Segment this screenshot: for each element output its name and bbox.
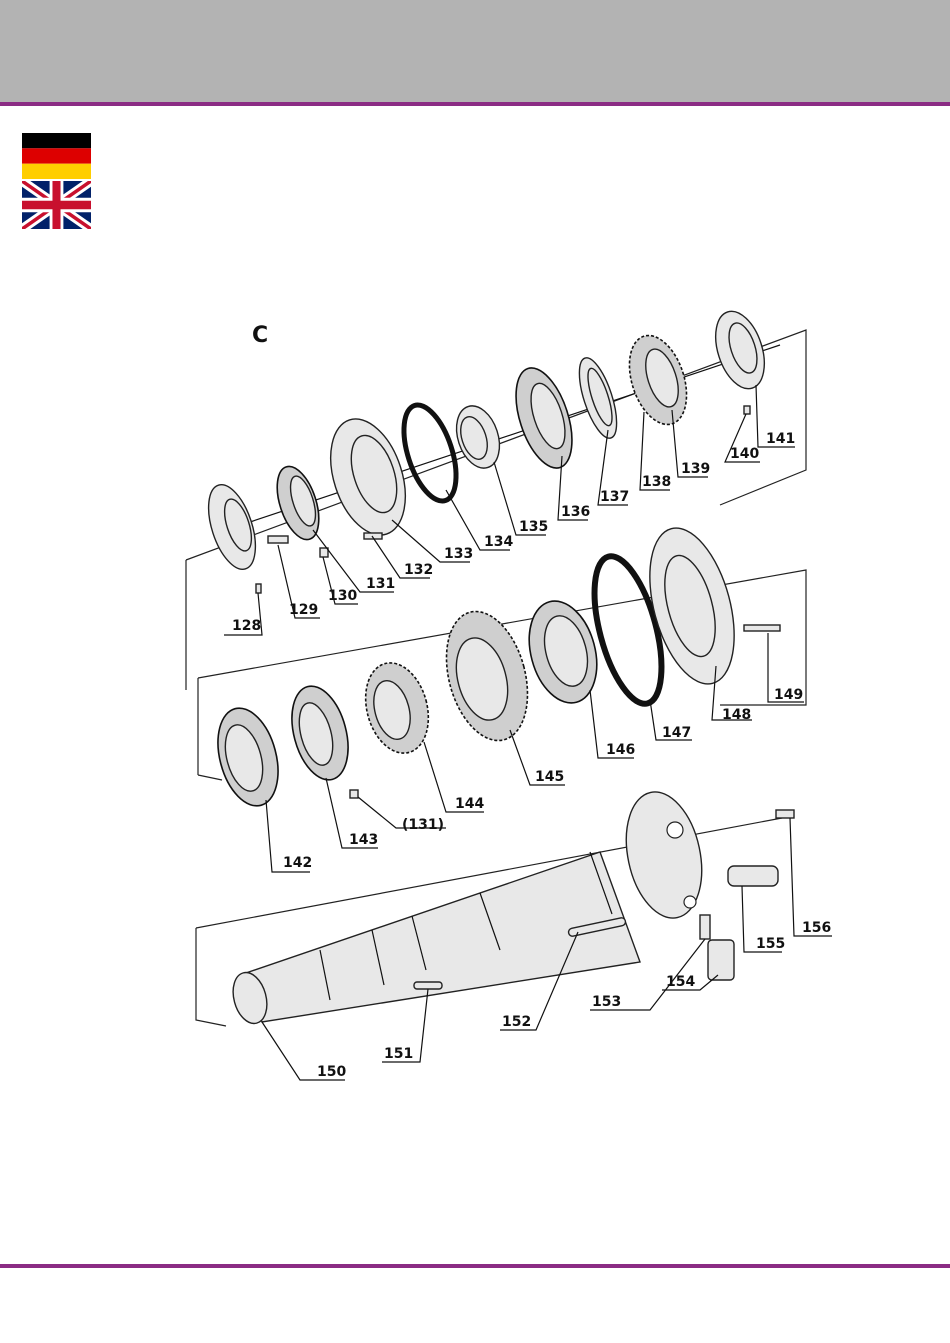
callout-145: 145 [535, 769, 564, 785]
callout-133: 133 [444, 546, 473, 562]
callout-155: 155 [756, 936, 785, 952]
part-149-bolt [744, 625, 780, 631]
callout-138: 138 [642, 474, 671, 490]
callout-142: 142 [283, 855, 312, 871]
part-155-pin [728, 866, 778, 886]
callout-132: 132 [404, 562, 433, 578]
callout-136: 136 [561, 504, 590, 520]
group-spindle: 150 151 152 153 154 155 156 [196, 785, 832, 1080]
callout-130: 130 [328, 588, 357, 604]
part-137-washer [572, 354, 625, 443]
part-141-locknut [707, 305, 774, 395]
part-153-spring [700, 915, 710, 939]
part-130-screw [320, 548, 328, 557]
part-136-bearing [505, 361, 583, 475]
part-140-screw [744, 406, 750, 414]
part-131-nut [269, 461, 327, 544]
callout-156: 156 [802, 920, 831, 936]
callout-154: 154 [666, 974, 695, 990]
callout-144: 144 [455, 796, 484, 812]
part-143-nut [282, 680, 357, 786]
callout-129: 129 [289, 602, 318, 618]
callout-131: 131 [366, 576, 395, 592]
callout-147: 147 [662, 725, 691, 741]
part-150-spindle [228, 785, 713, 1027]
callout-140: 140 [730, 446, 759, 462]
part-154-plunger [708, 940, 734, 980]
part-142-bearing [208, 701, 288, 812]
part-151-key [414, 982, 442, 989]
footer-rule [0, 1264, 950, 1268]
callout-153: 153 [592, 994, 621, 1010]
part-145-large-gear [433, 602, 541, 749]
callout-137: 137 [600, 489, 629, 505]
callout-150: 150 [317, 1064, 346, 1080]
part-144-gear [356, 656, 438, 760]
callout-131b: (131) [402, 817, 444, 833]
part-156-screw [776, 810, 794, 818]
callout-146: 146 [606, 742, 635, 758]
part-128-screw [256, 584, 261, 593]
part-129-pin [268, 536, 288, 543]
section-letter: C [252, 323, 268, 348]
callout-134: 134 [484, 534, 513, 550]
callout-139: 139 [681, 461, 710, 477]
upper-axis [250, 345, 780, 522]
callout-143: 143 [349, 832, 378, 848]
part-131b-screw [350, 790, 358, 798]
callout-135: 135 [519, 519, 548, 535]
callout-149: 149 [774, 687, 803, 703]
part-128-flange [199, 479, 264, 575]
part-135-sleeve [449, 400, 507, 473]
callout-152: 152 [502, 1014, 531, 1030]
part-138-gear [619, 328, 697, 432]
callout-141: 141 [766, 431, 795, 447]
group-middle: 142 143 (131) 144 145 146 147 148 149 [198, 519, 806, 872]
callout-148: 148 [722, 707, 751, 723]
callout-151: 151 [384, 1046, 413, 1062]
callout-128: 128 [232, 618, 261, 634]
